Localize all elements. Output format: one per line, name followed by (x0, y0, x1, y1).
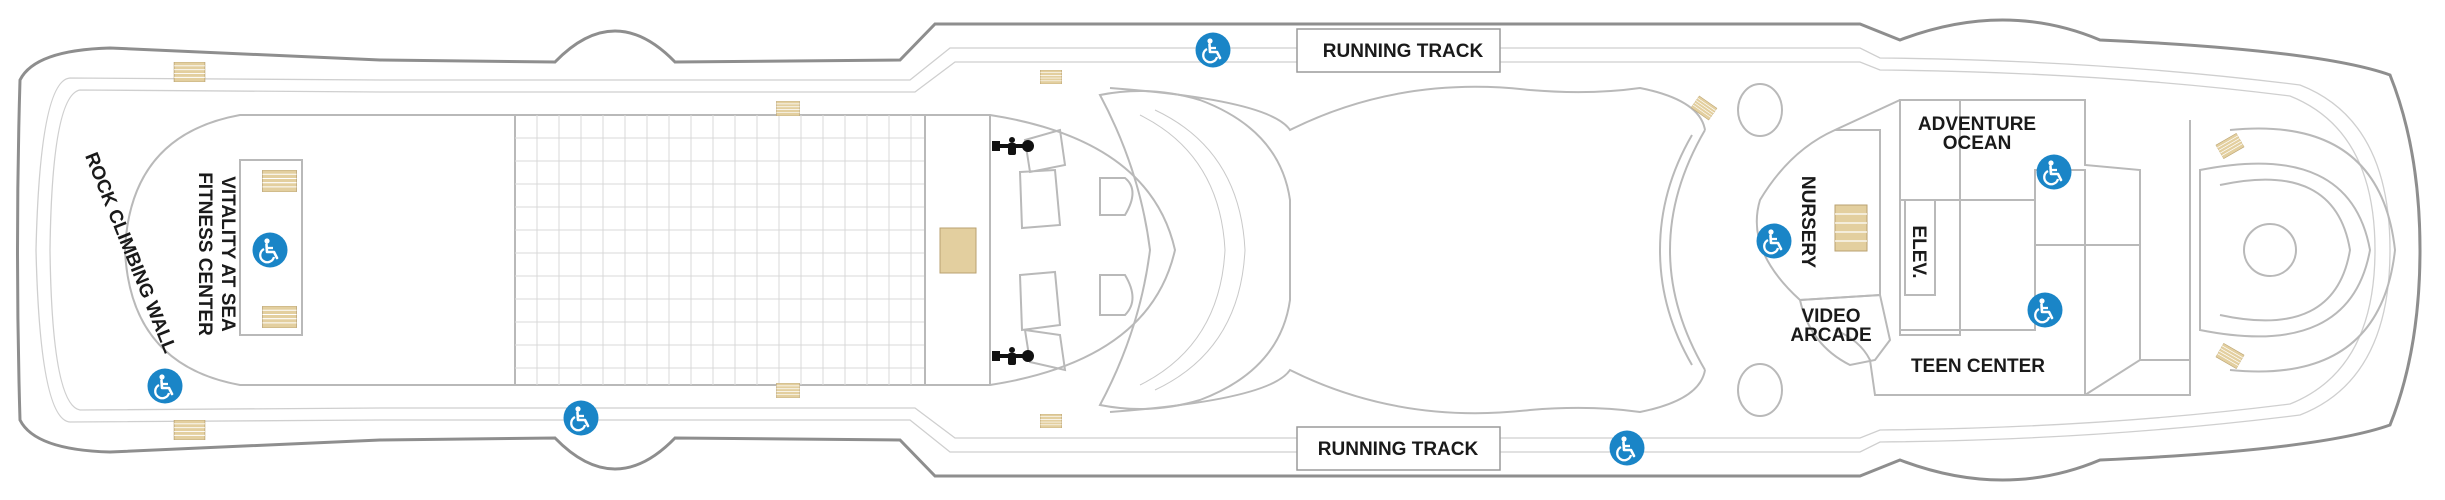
stairs-icon (775, 383, 801, 398)
forward-circle-bottom (1737, 363, 1783, 417)
wheelchair-icon (2027, 292, 2063, 328)
restroom-stalls (1018, 128, 1067, 372)
bow-theatre-seating (2229, 127, 2397, 373)
running-track-label-bottom: RUNNING TRACK (1318, 439, 1479, 460)
stairs-icon (1834, 204, 1868, 252)
adventure-ocean-room (1899, 199, 2036, 331)
center-deck-bottom-curve (1109, 368, 1706, 415)
restroom-basins (1099, 177, 1134, 316)
video-arcade-area (1798, 293, 1892, 367)
center-deck-outline (1098, 90, 1291, 410)
elevator-label: ELEV. (1908, 225, 1929, 278)
stairs-icon (1040, 414, 1062, 428)
ship-hull (16, 18, 2422, 482)
fitness-center-label-line2: FITNESS CENTER (194, 172, 215, 336)
stairs-icon (261, 306, 298, 328)
center-deck-top-curve (1109, 85, 1706, 132)
fitness-center-inner-room (239, 159, 303, 336)
kids-outer-wall (1834, 99, 2141, 396)
nursery-label: NURSERY (1797, 176, 1818, 269)
bow-theatre-inner (2219, 178, 2352, 322)
forward-circle-top (1737, 83, 1783, 137)
center-deck-right-steps (1658, 134, 1693, 366)
running-track-label-top: RUNNING TRACK (1323, 41, 1484, 62)
nursery-area (1755, 129, 1881, 302)
elevator-shaft (1904, 199, 1936, 296)
adventure-ocean-label-line2: OCEAN (1943, 133, 2012, 154)
adventure-ocean-label-line1: ADVENTURE (1918, 114, 2036, 135)
fitness-center-area (123, 114, 516, 386)
running-track-label-box-top (1296, 28, 1501, 73)
grid-area (514, 114, 926, 386)
center-deck-right-edge (1668, 129, 1706, 371)
video-arcade-label-line1: VIDEO (1801, 306, 1860, 327)
center-deck-steps (1139, 109, 1246, 391)
wheelchair-icon (252, 232, 288, 268)
wheelchair-icon (563, 400, 599, 436)
wheelchair-icon (2036, 154, 2072, 190)
stairs-steps (1835, 213, 1867, 242)
stairs-icon (775, 101, 801, 116)
running-track-label-box-bottom (1296, 426, 1501, 471)
fitness-center-label-line1: VITALITY AT SEA (217, 176, 238, 332)
wheelchair-icon (1195, 32, 1231, 68)
wheelchair-icon (147, 368, 183, 404)
elevator-lobby (939, 227, 977, 274)
restroom-block (924, 114, 1177, 386)
running-track-loop-outer (35, 47, 2391, 453)
running-track-loop-inner (49, 61, 2376, 439)
bow-theatre-stage (2243, 223, 2297, 277)
stairs-icon (1040, 70, 1062, 84)
bow-theatre (2199, 162, 2372, 338)
stairs-icon (173, 62, 206, 82)
stairs-icon (173, 420, 206, 440)
video-arcade-label-line2: ARCADE (1790, 325, 1871, 346)
stairs-icon (261, 170, 298, 192)
wheelchair-icon (1756, 223, 1792, 259)
wheelchair-icon (1609, 430, 1645, 466)
teen-center-label: TEEN CENTER (1911, 356, 2045, 377)
